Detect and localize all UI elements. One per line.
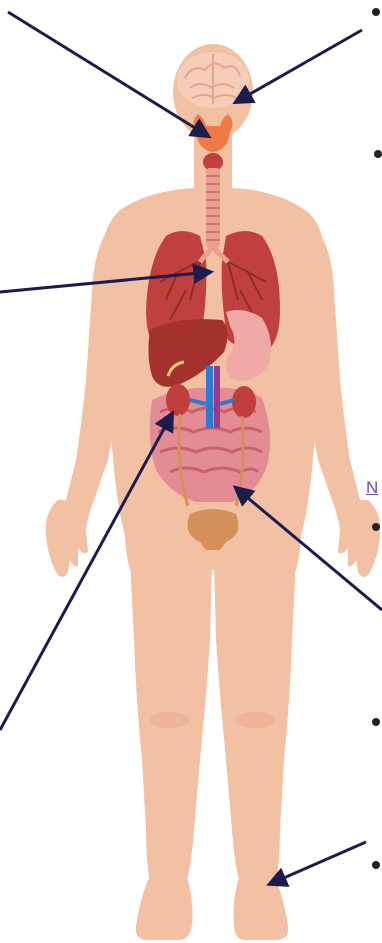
trachea bbox=[206, 168, 220, 248]
side-link[interactable]: N bbox=[366, 478, 378, 498]
bullet-point-icon bbox=[372, 8, 380, 16]
arrow-right-icon bbox=[236, 30, 362, 102]
bullet-point-icon bbox=[374, 150, 382, 158]
bullet-point-icon bbox=[372, 523, 380, 531]
arrow-right-icon bbox=[270, 842, 366, 884]
bullet-point-icon bbox=[372, 861, 380, 869]
bullet-point-icon bbox=[372, 718, 380, 726]
